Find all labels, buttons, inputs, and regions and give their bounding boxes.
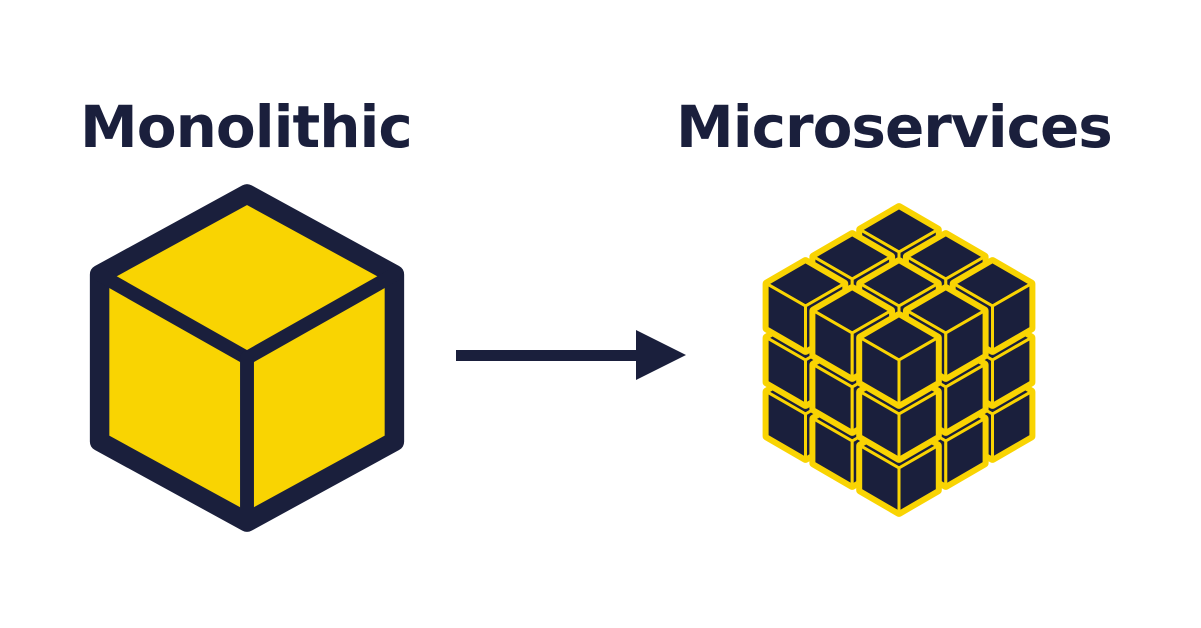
monolith-edge-left	[92, 267, 254, 365]
micro-cube	[856, 311, 942, 409]
monolith-edge-right	[240, 267, 402, 365]
monolithic-title: Monolithic	[80, 93, 413, 161]
micro-cube	[809, 284, 896, 382]
micro-cube-right	[991, 282, 1033, 352]
micro-cube-right	[944, 309, 986, 379]
micro-cube-right	[944, 363, 986, 433]
arrow-head	[636, 330, 686, 380]
micro-cube-right	[944, 417, 986, 487]
single-cube-icon	[89, 184, 405, 532]
cube-grid-icon	[762, 203, 1036, 517]
micro-cube-right	[897, 390, 939, 460]
arrow-shaft	[456, 350, 644, 361]
micro-cube-right	[897, 444, 939, 514]
micro-cube-right	[897, 336, 939, 406]
microservices-title: Microservices	[676, 93, 1113, 161]
micro-cube-right	[991, 390, 1033, 460]
micro-cubes-group	[762, 203, 1036, 517]
right-arrow-icon	[456, 330, 686, 380]
micro-cube-right	[991, 336, 1033, 406]
